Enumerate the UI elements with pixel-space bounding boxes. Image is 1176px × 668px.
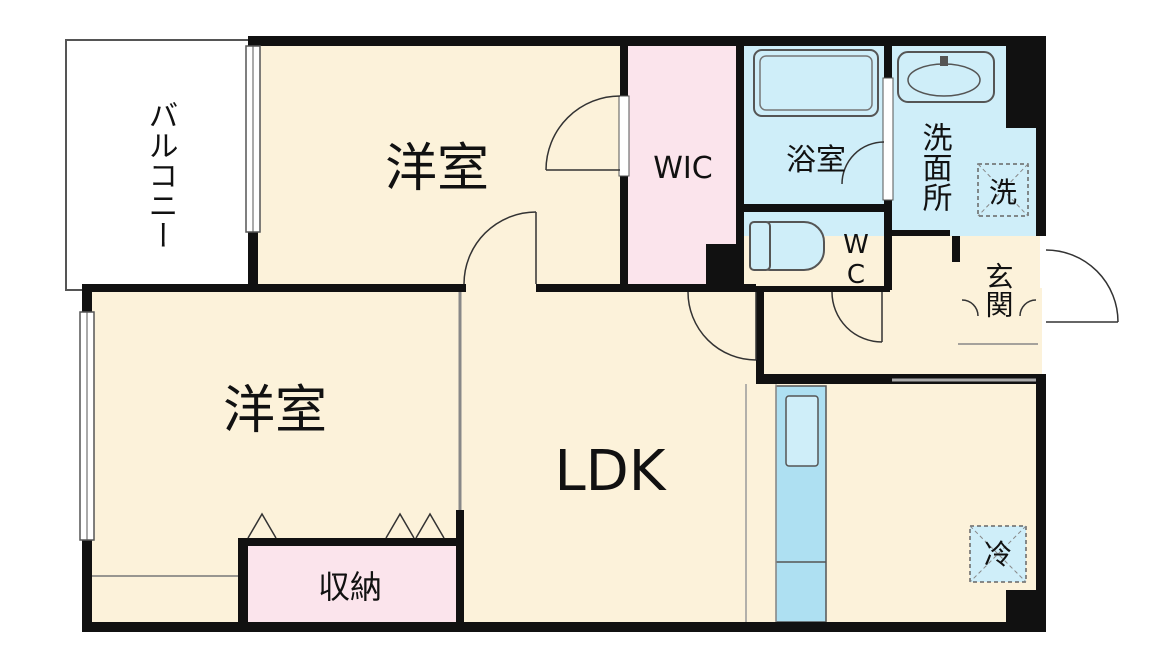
window-wic (618, 95, 630, 177)
fridge-x1 (969, 525, 1027, 583)
closet-door-marks (247, 512, 445, 539)
toilet-label: WC (841, 230, 871, 290)
entrance-label: 玄関 (982, 262, 1015, 318)
wic-label: WIC (653, 151, 712, 186)
window-bath (882, 77, 894, 201)
storage-label: 収納 (318, 568, 382, 606)
western-room-top-label: 洋室 (385, 139, 489, 199)
washroom-label: 洗面所 (917, 122, 953, 212)
ldk-label: LDK (554, 439, 666, 504)
fridge-x2 (969, 525, 1027, 583)
storage-floor (244, 542, 458, 628)
balcony-label: バルコニー (143, 100, 178, 250)
faucet (940, 56, 948, 66)
washer-x2 (977, 163, 1029, 217)
bathtub-inner (759, 55, 873, 111)
western-room-left-label: 洋室 (223, 381, 327, 441)
balcony-floor (65, 39, 253, 291)
bathroom-label: 浴室 (786, 143, 846, 178)
kitchen-sink (785, 395, 819, 467)
doors (463, 95, 1119, 361)
fridge-mark: 冷 (984, 538, 1012, 571)
washer-mark: 洗 (989, 176, 1017, 209)
toilet-tank (749, 221, 771, 271)
washbasin (897, 51, 995, 103)
western-room-top-floor (252, 40, 626, 288)
bathtub (753, 49, 879, 117)
ldk-floor (458, 288, 1042, 628)
